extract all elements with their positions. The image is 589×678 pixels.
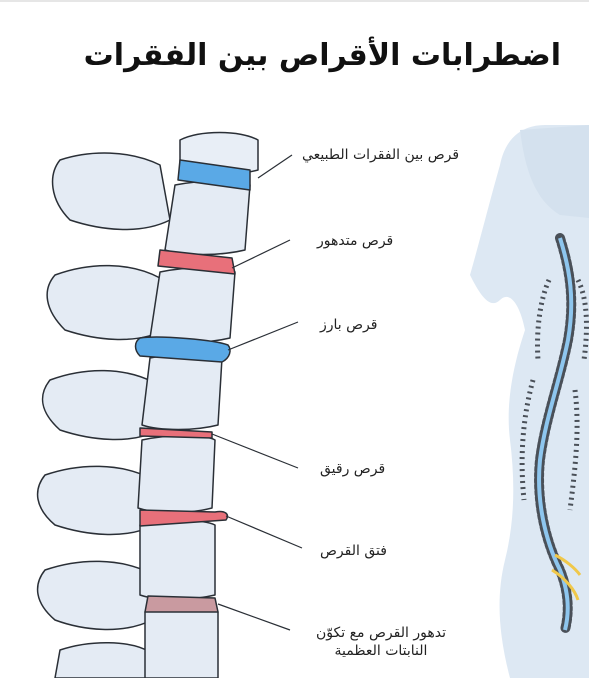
body-silhouette — [470, 125, 589, 678]
disc-normal — [177, 159, 251, 191]
page-title: اضطرابات الأقراص بين الفقرات — [83, 38, 561, 73]
label-thin-disc: قرص رقيق — [320, 461, 386, 477]
disc-degenerated — [157, 249, 236, 275]
disc-thin — [139, 427, 213, 439]
label-normal-disc: قرص بين الفقرات الطبيعي — [302, 147, 460, 163]
label-herniated-disc: فتق القرص — [320, 543, 387, 559]
large-spine — [36, 131, 259, 678]
label-osteophytes-line1: تدهور القرص مع تكوّن — [316, 625, 446, 641]
label-bulging-disc: قرص بارز — [320, 317, 378, 333]
label-osteophytes-line2: النابتات العظمية — [334, 643, 428, 659]
disc-osteophytes — [144, 595, 219, 613]
disc-bulging — [134, 336, 231, 363]
mini-spine — [519, 233, 589, 635]
top-border — [0, 0, 589, 2]
disc-herniated — [139, 509, 229, 527]
label-osteophytes: تدهور القرص مع تكوّن النابتات العظمية — [296, 624, 466, 660]
label-degenerated-disc: قرص متدهور — [317, 233, 394, 249]
pointer-lines — [211, 154, 303, 631]
